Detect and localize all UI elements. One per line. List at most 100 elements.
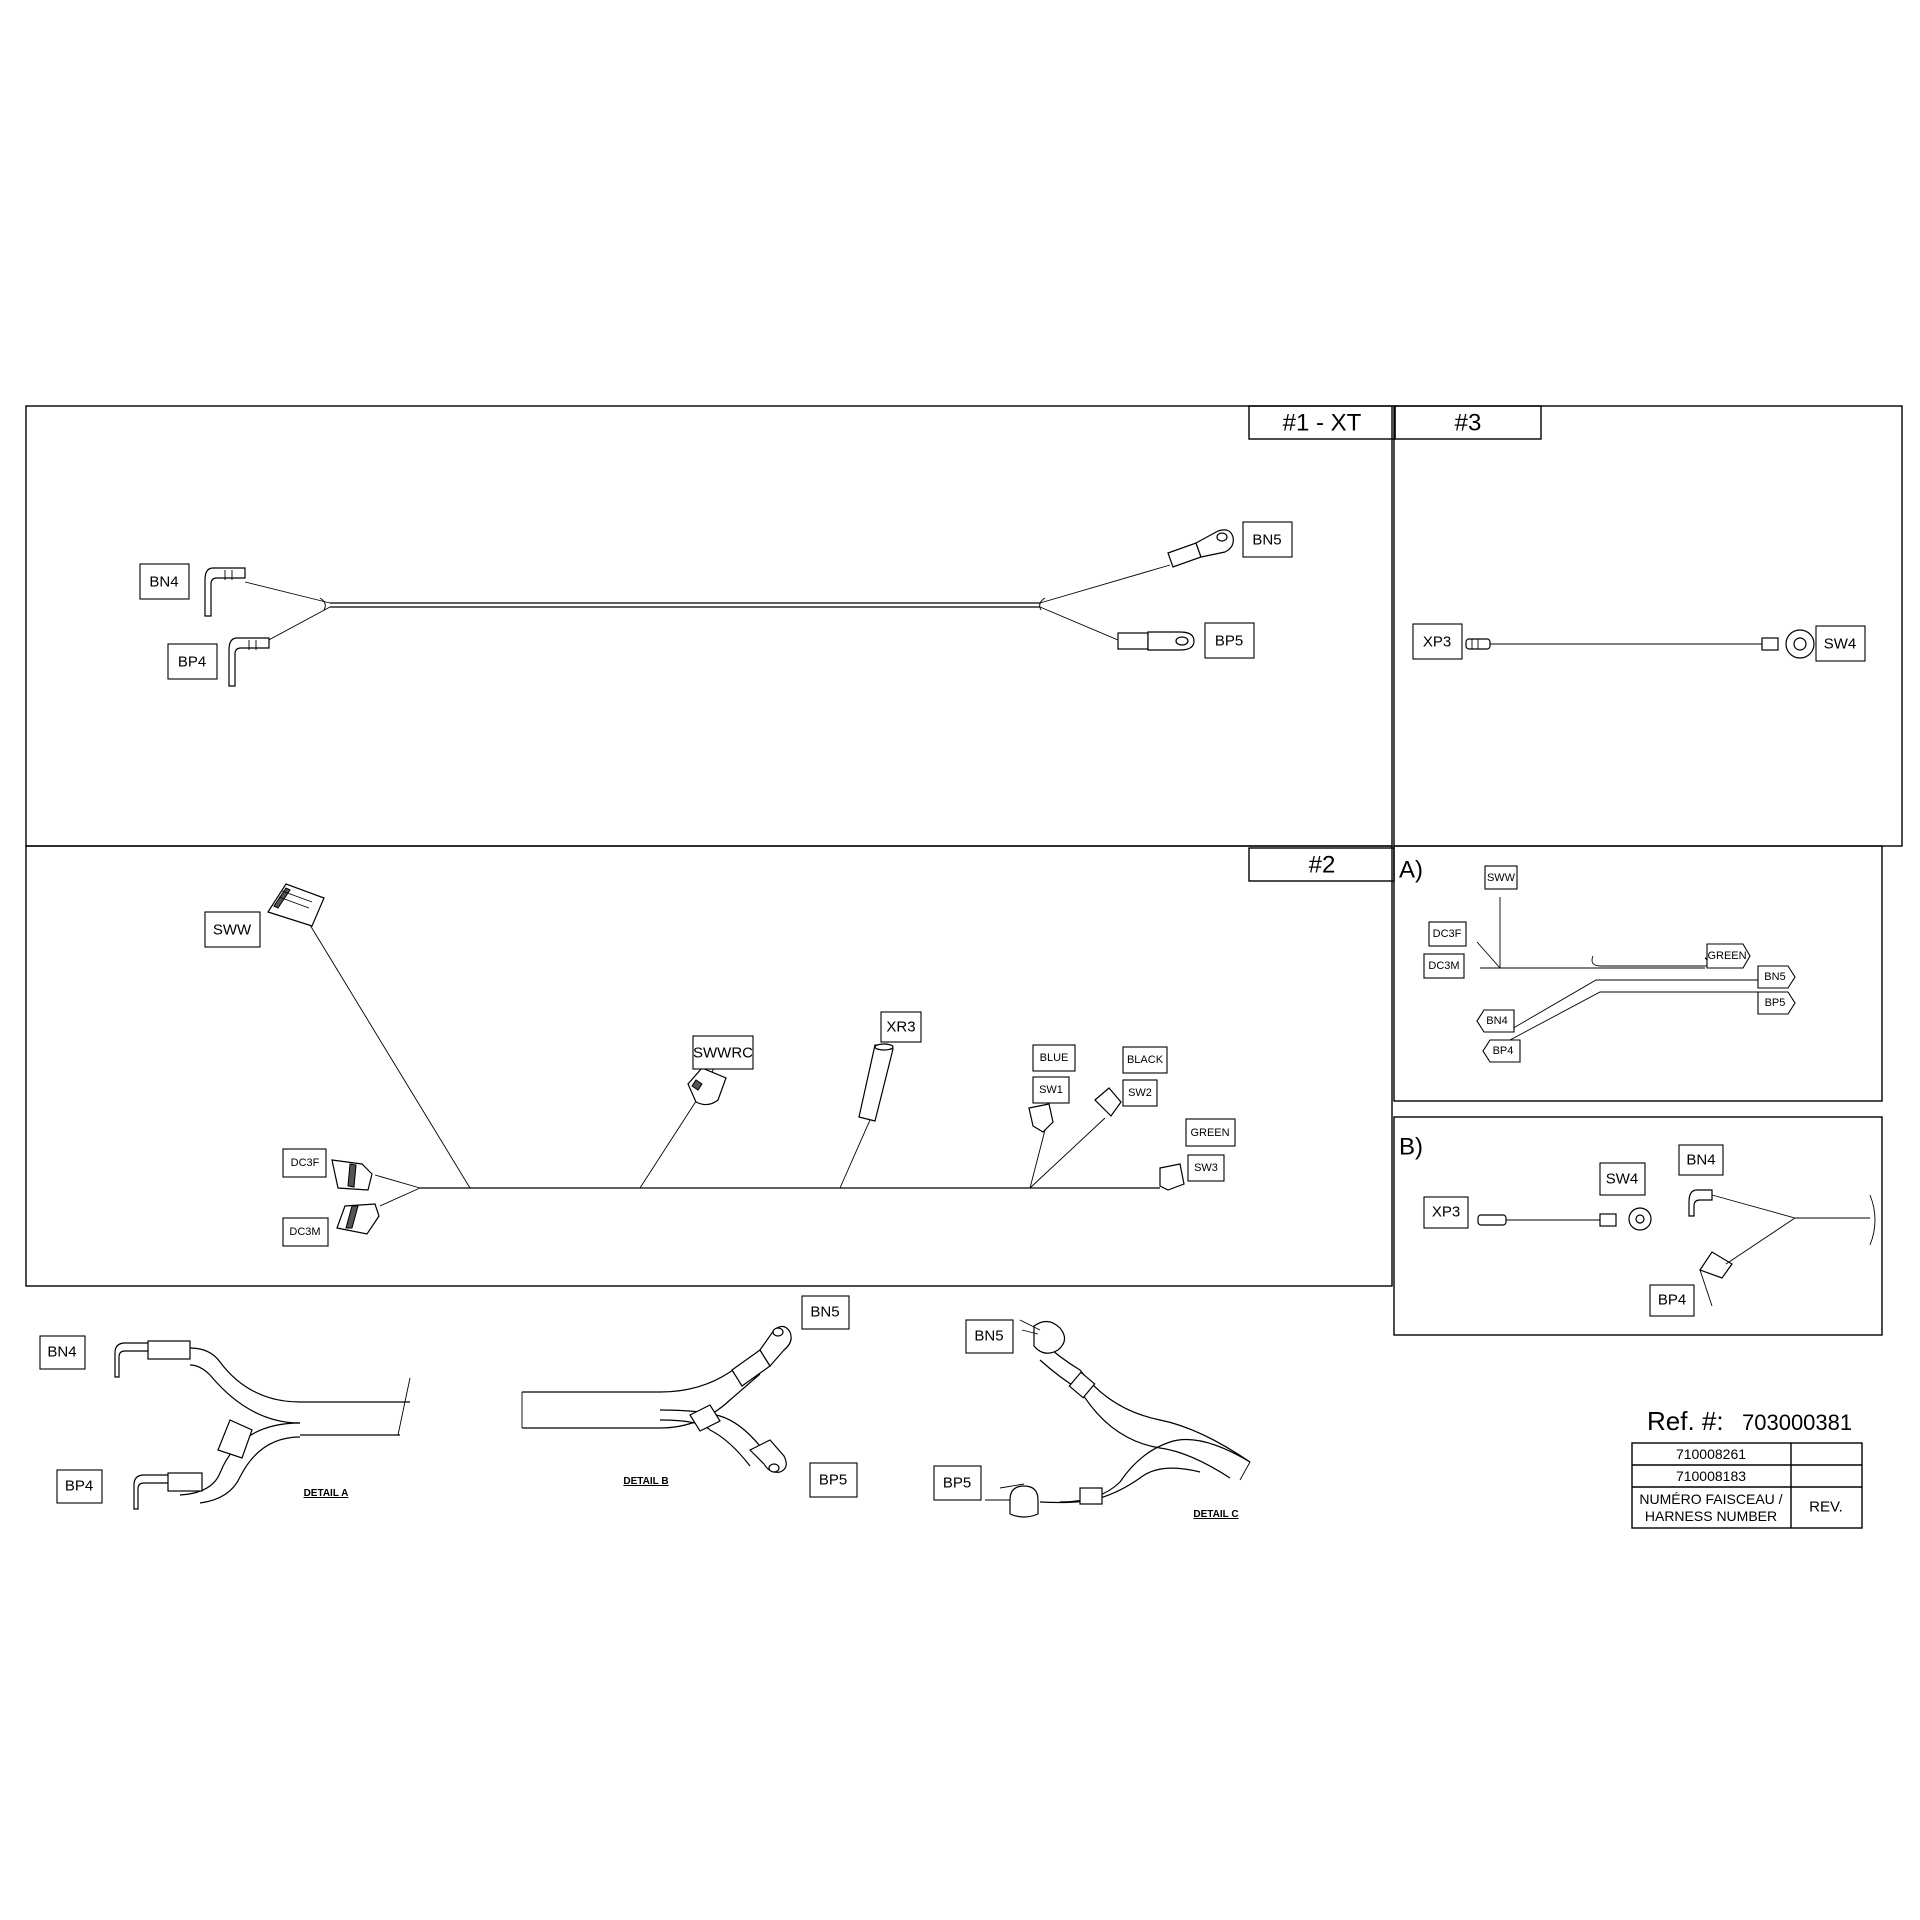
detail-c-bn5-ring <box>1033 1320 1066 1354</box>
harness-3: XP3 SW4 <box>1412 623 1866 662</box>
tag-bn4: BN4 <box>139 563 190 600</box>
svg-text:BP5: BP5 <box>1765 997 1786 1009</box>
tag-xp3: XP3 <box>1412 623 1463 660</box>
view-a-tag-bp4: BP4 <box>1482 1039 1521 1063</box>
view-a-tag-bn5: BN5 <box>1757 965 1796 989</box>
detail-a-caption: DETAIL A <box>304 1488 349 1499</box>
view-a-tag-bp5: BP5 <box>1757 991 1796 1015</box>
tag-bp5: BP5 <box>1204 622 1255 659</box>
bn4-branch-wire <box>244 581 331 604</box>
view-a-title: A) <box>1399 857 1423 884</box>
tag-sw1: SW1 <box>1032 1076 1070 1104</box>
svg-text:BN5: BN5 <box>974 1328 1003 1345</box>
dc3f-connector <box>331 1159 373 1191</box>
sw3-terminal <box>1159 1163 1185 1191</box>
detail-c-tag-bp5: BP5 <box>933 1465 982 1501</box>
detail-b-bp5-ring <box>748 1439 787 1473</box>
sw2-branch-wire <box>1029 1117 1106 1189</box>
bp5-ring-terminal <box>1117 631 1195 651</box>
svg-text:SW4: SW4 <box>1824 636 1857 653</box>
view-a-tag-bn4: BN4 <box>1476 1009 1515 1033</box>
tag-sw2: SW2 <box>1122 1079 1158 1107</box>
bp4-branch-wire <box>264 606 331 643</box>
sww-connector <box>267 883 325 927</box>
view-b-bn4-terminal <box>1688 1189 1713 1217</box>
svg-text:BN5: BN5 <box>810 1304 839 1321</box>
swwrc-connector <box>687 1059 727 1106</box>
harness-number-row-1: 710008261 <box>1676 1446 1746 1462</box>
harness-number-header-line-1: NUMÉRO FAISCEAU / <box>1639 1491 1782 1507</box>
svg-text:SWW: SWW <box>1487 872 1516 884</box>
tag-sw4: SW4 <box>1815 625 1866 662</box>
harness-number-table: 710008261 710008183 NUMÉRO FAISCEAU / HA… <box>1631 1442 1863 1529</box>
view-b-tag-bp4: BP4 <box>1649 1284 1695 1317</box>
svg-text:BN4: BN4 <box>1686 1152 1715 1169</box>
svg-text:XP3: XP3 <box>1432 1204 1460 1221</box>
rev-header: REV. <box>1809 1499 1843 1516</box>
tag-blue: BLUE <box>1032 1044 1076 1072</box>
swwrc-branch-wire <box>639 1094 701 1189</box>
svg-text:SW3: SW3 <box>1194 1162 1218 1174</box>
detail-b-caption: DETAIL B <box>623 1476 668 1487</box>
svg-text:BN4: BN4 <box>47 1344 76 1361</box>
sw1-terminal <box>1028 1103 1054 1133</box>
svg-text:GREEN: GREEN <box>1707 950 1746 962</box>
detail-b-tag-bn5: BN5 <box>801 1295 850 1330</box>
svg-text:BP5: BP5 <box>1215 633 1243 650</box>
svg-text:BP5: BP5 <box>943 1475 971 1492</box>
svg-text:SW2: SW2 <box>1128 1087 1152 1099</box>
bn4-terminal <box>204 567 246 617</box>
svg-text:BP4: BP4 <box>178 654 206 671</box>
tag-dc3f: DC3F <box>282 1148 327 1178</box>
section-title-1-xt: #1 - XT <box>1283 410 1362 437</box>
ref-number: 703000381 <box>1742 1410 1852 1435</box>
view-a-tag-sww: SWW <box>1484 865 1518 890</box>
tag-black: BLACK <box>1122 1046 1168 1074</box>
svg-text:SWW: SWW <box>213 922 252 939</box>
detail-c-caption: DETAIL C <box>1193 1509 1238 1520</box>
view-b-bp4-terminal <box>1699 1251 1733 1307</box>
tag-dc3m: DC3M <box>282 1217 329 1247</box>
svg-text:BP5: BP5 <box>819 1472 847 1489</box>
tag-bp4: BP4 <box>167 643 218 680</box>
view-a-tag-dc3m: DC3M <box>1423 953 1465 979</box>
sw2-terminal <box>1094 1087 1122 1117</box>
section-tab-3: #3 <box>1394 405 1542 440</box>
tag-swwrc: SWWRC <box>692 1035 754 1070</box>
section-title-2: #2 <box>1309 852 1336 879</box>
svg-text:BN5: BN5 <box>1764 971 1785 983</box>
tag-sww: SWW <box>204 911 261 948</box>
view-b-schematic: XP3 SW4 BN4 BP4 <box>1423 1144 1876 1317</box>
harness-number-header-line-2: HARNESS NUMBER <box>1645 1508 1777 1524</box>
svg-text:BN5: BN5 <box>1252 532 1281 549</box>
xr3-connector <box>858 1043 894 1122</box>
detail-c-tag-bn5: BN5 <box>965 1319 1014 1354</box>
sww-branch-wire <box>309 924 471 1189</box>
view-b-tag-xp3: XP3 <box>1423 1196 1469 1229</box>
detail-a-tag-bn4: BN4 <box>39 1335 86 1370</box>
detail-c-bp5-ring <box>1009 1485 1039 1518</box>
ref-label: Ref. #: <box>1647 1406 1724 1436</box>
section-title-3: #3 <box>1455 410 1482 437</box>
detail-b-drawing: BN5 BP5 DETAIL B <box>521 1295 858 1498</box>
svg-text:DC3F: DC3F <box>291 1157 320 1169</box>
xp3-pin-terminal <box>1465 638 1491 650</box>
sw1-branch-wire <box>1029 1129 1046 1189</box>
harness-2: SWW SWWRC XR3 BLUE SW1 BLACK SW2 GREEN <box>204 883 1236 1247</box>
tag-bn5: BN5 <box>1242 521 1293 558</box>
detail-a-drawing: BN4 BP4 DETAIL A <box>39 1335 411 1510</box>
sw4-ring-terminal <box>1761 629 1815 659</box>
svg-text:BLUE: BLUE <box>1040 1052 1069 1064</box>
harness-1-xt: BN4 BP4 BN5 BP5 <box>139 521 1293 687</box>
svg-text:BP4: BP4 <box>1658 1292 1686 1309</box>
view-a-tag-dc3f: DC3F <box>1428 921 1467 947</box>
view-b-title: B) <box>1399 1134 1423 1161</box>
bn5-ring-terminal <box>1167 529 1234 568</box>
panel-frames <box>25 405 1903 1336</box>
xr3-branch-wire <box>839 1119 871 1189</box>
svg-text:BP4: BP4 <box>65 1478 93 1495</box>
svg-text:BN4: BN4 <box>1486 1015 1507 1027</box>
view-b-tag-sw4: SW4 <box>1599 1162 1646 1196</box>
svg-text:SW1: SW1 <box>1039 1084 1063 1096</box>
